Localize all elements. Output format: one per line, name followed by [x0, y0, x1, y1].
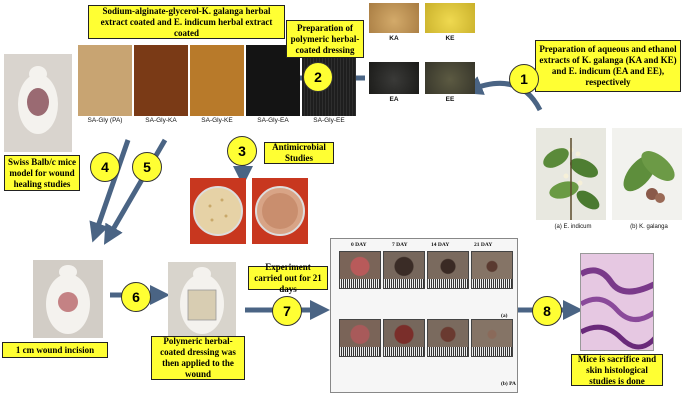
step-1-badge: 1	[509, 64, 539, 94]
step-5-badge: 5	[132, 152, 162, 182]
wound-pa-day7	[383, 319, 425, 357]
mice-model-box: Swiss Balb/c mice model for wound healin…	[4, 155, 80, 191]
arrow-step4-line	[89, 139, 131, 243]
powder-ke	[425, 3, 475, 33]
plant-caption-e-indicum: (a) E. indicum	[554, 224, 592, 230]
swatch-pa	[78, 45, 132, 116]
coated-dressing-title: Sodium-alginate-glycerol-K. galanga herb…	[88, 5, 285, 39]
powder-ee	[425, 62, 475, 94]
wound-pa-day14	[427, 319, 469, 357]
dressing-applied-box: Polymeric herbal-coated dressing was the…	[151, 336, 245, 380]
wound-no-day0	[339, 251, 381, 289]
antimicrobial-box: Antimicrobial Studies	[264, 142, 334, 164]
swatch-label-ee: SA-Gly-EE	[313, 117, 345, 124]
swatch-label-ka: SA-Gly-KA	[145, 117, 177, 124]
healing-grid: 0 DAY 7 DAY 14 DAY 21 DAY (a) NO (b) PA	[330, 238, 518, 393]
wound-no-day7	[383, 251, 425, 289]
step-8-badge: 8	[532, 296, 562, 326]
prep-dressing-box: Preparation of polymeric herbal-coated d…	[286, 20, 364, 58]
mouse-photo-incision	[33, 260, 103, 338]
wound-pa-day0	[339, 319, 381, 357]
day-label-7: 7 DAY	[392, 242, 408, 248]
plant-caption-k-galanga: (b) K. galanga	[630, 224, 668, 230]
day-label-14: 14 DAY	[431, 242, 450, 248]
swatch-label-pa: SA-Gly (PA)	[87, 117, 123, 124]
prep-extracts-box: Preparation of aqueous and ethanol extra…	[535, 40, 681, 92]
wound-no-day14	[427, 251, 469, 289]
mouse-photo-dressing	[168, 262, 236, 338]
wound-pa-day21	[471, 319, 513, 357]
step-2-badge: 2	[303, 62, 333, 92]
swatch-ka	[134, 45, 188, 116]
step-7-badge: 7	[272, 296, 302, 326]
day-label-21: 21 DAY	[474, 242, 493, 248]
powder-ka	[369, 3, 419, 33]
petri-dish-1	[190, 178, 246, 244]
swatch-label-ke: SA-Gly-KE	[201, 117, 233, 124]
wound-incision-box: 1 cm wound incision	[2, 342, 108, 358]
row-label-pa: (b) PA	[501, 381, 517, 387]
powder-ea	[369, 62, 419, 94]
powder-label-ea: EA	[389, 96, 399, 103]
step-4-badge: 4	[90, 152, 120, 182]
powder-label-ke: KE	[445, 35, 455, 42]
histology-photo	[580, 253, 654, 351]
experiment-box: Experiment carried out for 21 days	[248, 262, 328, 294]
step-6-badge: 6	[121, 282, 151, 312]
swatch-ke	[190, 45, 244, 116]
day-label-0: 0 DAY	[351, 242, 367, 248]
step-3-badge: 3	[227, 136, 257, 166]
powder-label-ee: EE	[445, 96, 455, 103]
swatch-label-ea: SA-Gly-EA	[257, 117, 289, 124]
powder-label-ka: KA	[389, 35, 399, 42]
histology-box: Mice is sacrifice and skin histological …	[571, 354, 663, 386]
wound-no-day21	[471, 251, 513, 289]
plant-e-indicum-photo	[536, 128, 606, 220]
petri-dish-2	[252, 178, 308, 244]
mouse-photo-model	[4, 54, 72, 152]
plant-k-galanga-photo	[612, 128, 682, 220]
